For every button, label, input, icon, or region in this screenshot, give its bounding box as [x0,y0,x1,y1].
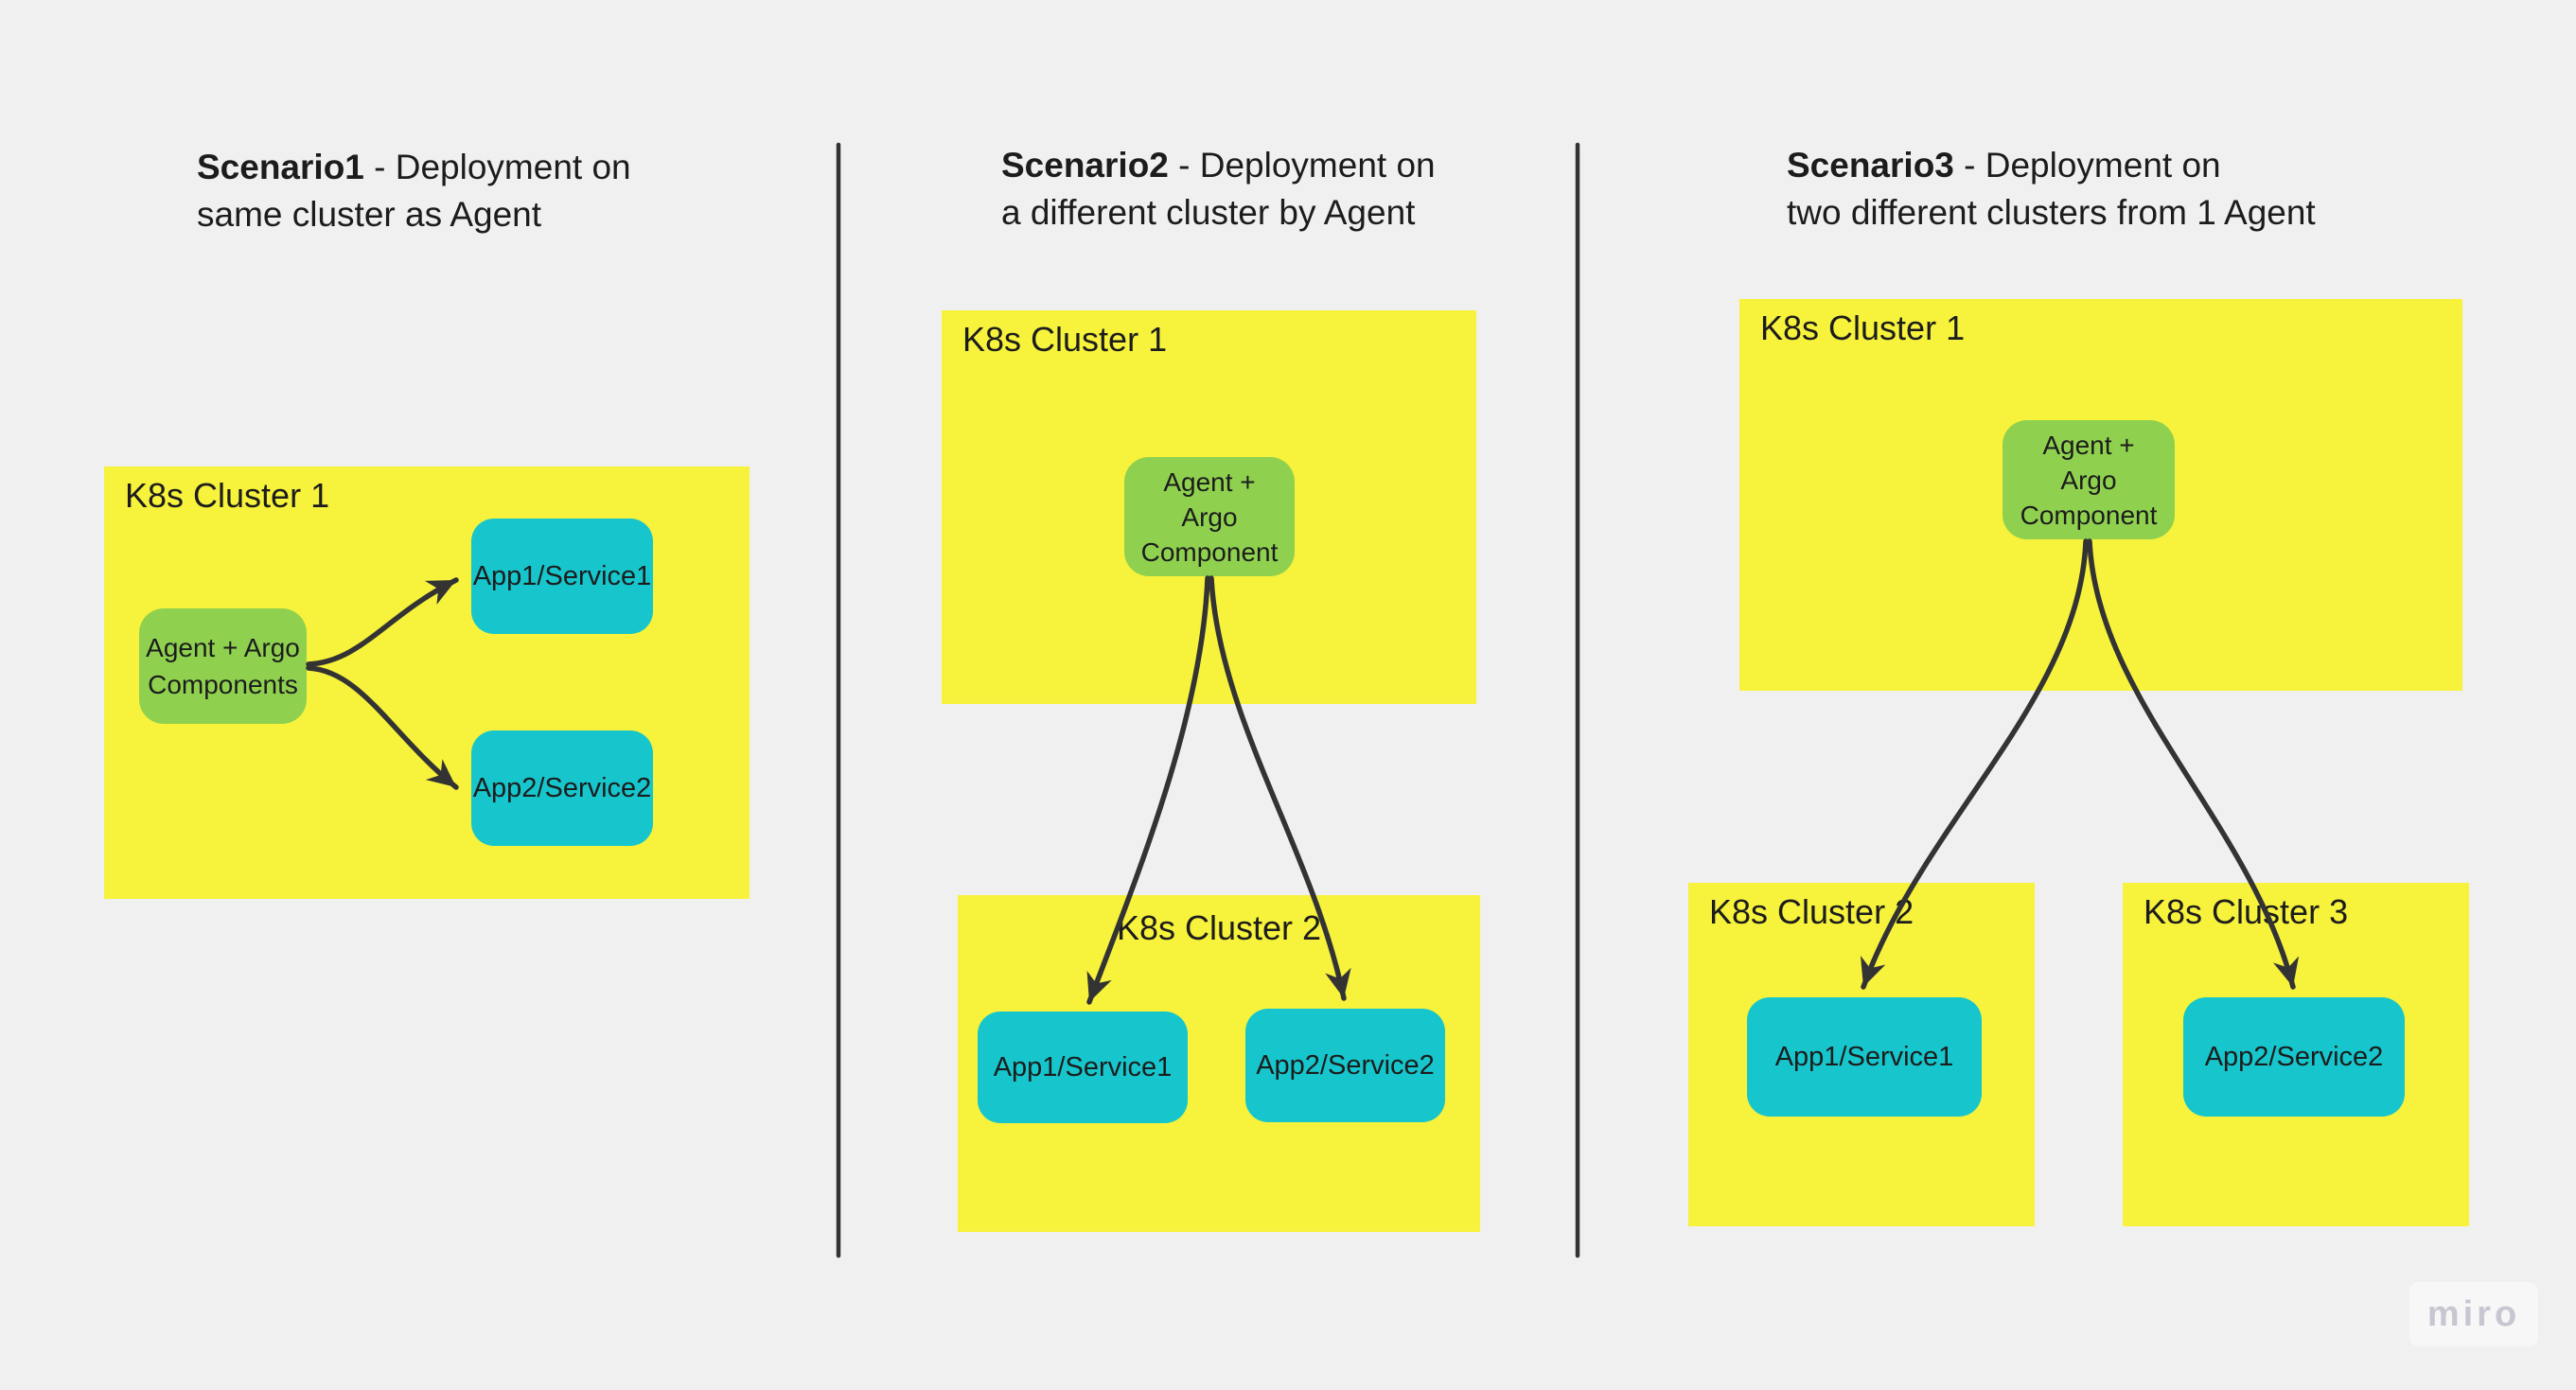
s1-cluster1-label: K8s Cluster 1 [125,476,330,515]
scenario3-title[interactable]: Scenario3 - Deployment on two different … [1787,142,2316,237]
s3-app1-node[interactable]: App1/Service1 [1747,997,1982,1117]
s1-agent-label: Agent + Argo Components [146,633,300,699]
scenario3-title-line1: Scenario3 - Deployment on [1787,142,2316,189]
s2-app2-node[interactable]: App2/Service2 [1245,1009,1445,1122]
s1-app1-label: App1/Service1 [472,560,652,591]
scenario1-title-bold: Scenario1 [197,148,364,186]
s2-agent-label: Agent + Argo Component [1140,466,1279,567]
s2-agent-node[interactable]: Agent + Argo Component [1124,457,1295,576]
s1-app2-node[interactable]: App2/Service2 [471,730,653,846]
scenario2-title[interactable]: Scenario2 - Deployment on a different cl… [1001,142,1436,237]
s3-cluster1-label: K8s Cluster 1 [1760,308,1966,347]
scenario1-title-rest: - Deployment on [363,148,631,186]
scenario2-title-line1: Scenario2 - Deployment on [1001,142,1436,189]
s3-app1-label: App1/Service1 [1774,1041,1954,1072]
s3-app2-label: App2/Service2 [2204,1041,2384,1072]
s3-agent-label: Agent + Argo Component [2020,430,2158,530]
scenario2-title-rest: - Deployment on [1168,146,1436,185]
scenario1-title[interactable]: Scenario1 - Deployment on same cluster a… [197,144,631,238]
scenario3-title-rest: - Deployment on [1953,146,2221,185]
s3-cluster3-label: K8s Cluster 3 [2144,892,2349,931]
s2-app1-label: App1/Service1 [993,1051,1173,1082]
scenario1-title-line2: same cluster as Agent [197,195,542,234]
s1-app2-label: App2/Service2 [472,772,652,803]
s2-app1-node[interactable]: App1/Service1 [978,1012,1188,1123]
scenario2-title-line2: a different cluster by Agent [1001,193,1416,232]
s2-cluster2-label: K8s Cluster 2 [1116,908,1322,947]
s2-app2-label: App2/Service2 [1256,1049,1435,1081]
scenario3-title-bold: Scenario3 [1787,146,1954,185]
s1-agent-node[interactable]: Agent + Argo Components [139,608,307,724]
s3-agent-node[interactable]: Agent + Argo Component [2003,420,2175,539]
miro-watermark: miro [2409,1282,2538,1346]
scenario1-title-line1: Scenario1 - Deployment on [197,144,631,191]
s3-app2-node[interactable]: App2/Service2 [2183,997,2405,1117]
scenario3-title-line2: two different clusters from 1 Agent [1787,193,2316,232]
s1-app1-node[interactable]: App1/Service1 [471,519,653,634]
miro-watermark-label: miro [2426,1293,2521,1334]
scenario2-title-bold: Scenario2 [1001,146,1169,185]
s2-cluster1-label: K8s Cluster 1 [962,320,1168,359]
s3-cluster2-label: K8s Cluster 2 [1709,892,1914,931]
